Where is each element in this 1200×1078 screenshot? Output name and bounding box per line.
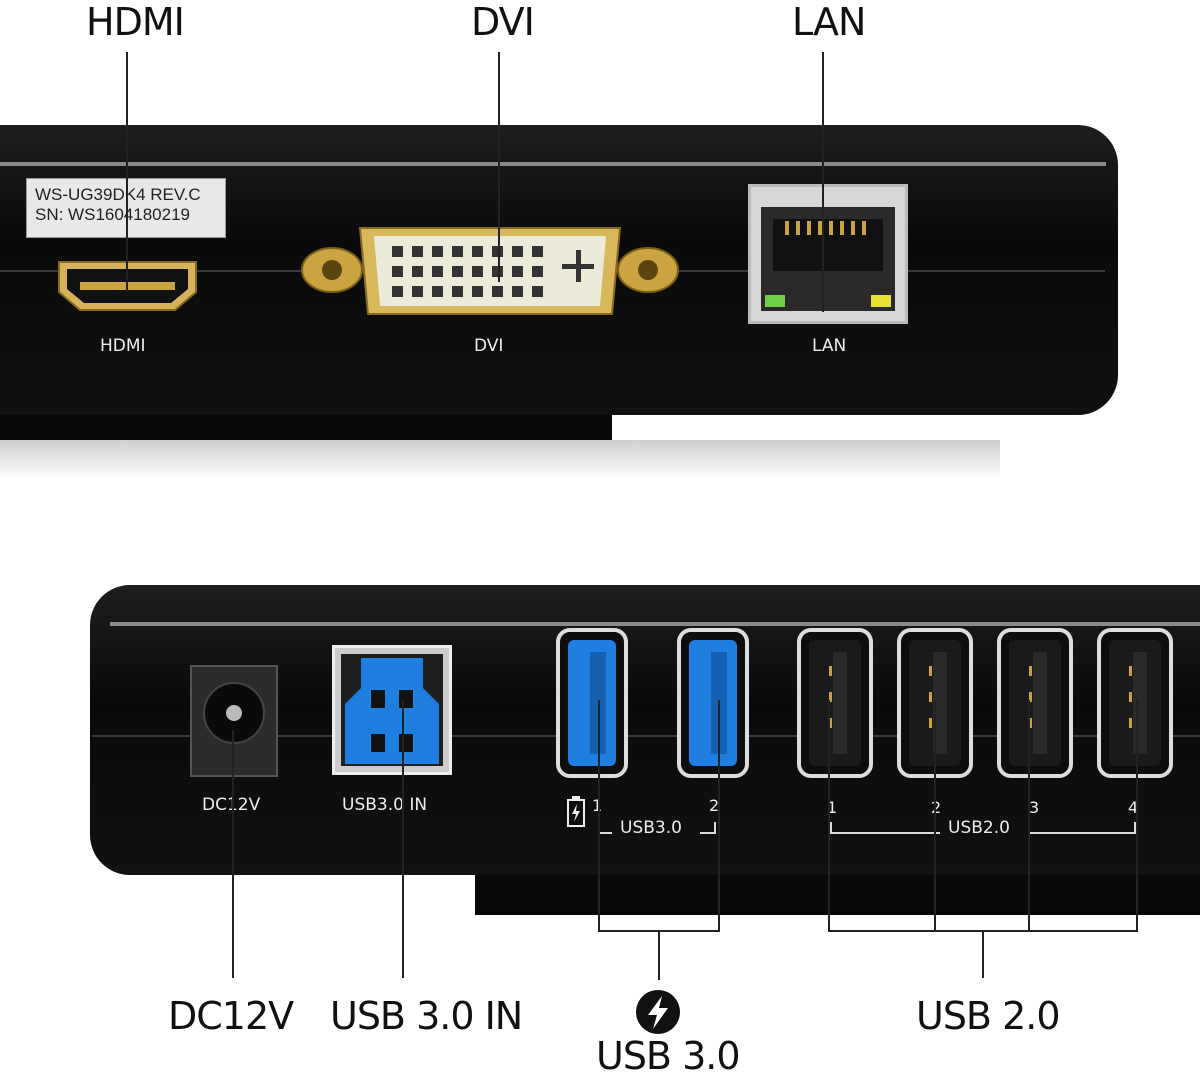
callout-dvi: DVI (471, 0, 535, 44)
lan-pin (851, 221, 855, 235)
callout-dvi-line (498, 52, 500, 282)
usb2-dock-bracket-right-h (1030, 832, 1134, 834)
lan-port (748, 184, 908, 324)
dvi-pin (432, 246, 443, 257)
dvi-pin (432, 286, 443, 297)
dvi-pin (512, 266, 523, 277)
usb2-number-1: 1 (827, 798, 838, 817)
lightning-bolt-icon (636, 990, 680, 1034)
dvi-pin (412, 266, 423, 277)
callout-usb3: USB 3.0 (596, 1034, 741, 1078)
dvi-pin (452, 286, 463, 297)
usb3-number-1: 1 (592, 796, 602, 815)
dvi-pin (532, 246, 543, 257)
callout-usb3-in: USB 3.0 IN (330, 994, 523, 1038)
callout-lan: LAN (792, 0, 866, 44)
dvi-pin (412, 286, 423, 297)
bottom-dock-foot (475, 870, 1200, 915)
dvi-pin (412, 246, 423, 257)
usb2-port-4 (1097, 628, 1173, 778)
dvi-pin (472, 286, 483, 297)
lan-pin (840, 221, 844, 235)
dvi-blade (576, 250, 581, 282)
usb2-number-4: 4 (1128, 798, 1139, 817)
usb3-stem (658, 930, 660, 980)
dvi-pin (392, 286, 403, 297)
dvi-pin (492, 286, 503, 297)
dc-power-jack (190, 665, 278, 777)
dvi-pin (452, 266, 463, 277)
dc-port-label: DC12V (202, 795, 260, 815)
usb2-dock-bracket-left-h (830, 832, 940, 834)
dvi-pin (532, 266, 543, 277)
usb2-port-3 (997, 628, 1073, 778)
lan-led-green (765, 295, 785, 307)
dvi-pin (512, 286, 523, 297)
callout-lan-line (822, 52, 824, 312)
lan-port-label: LAN (812, 336, 847, 356)
dvi-pin (512, 246, 523, 257)
usb3-line-1 (598, 700, 600, 932)
usb2-port-1 (797, 628, 873, 778)
dvi-port-label: DVI (474, 336, 504, 356)
lan-pin (785, 221, 789, 235)
usb3-port-2 (677, 628, 749, 778)
usb2-line-2 (934, 700, 936, 932)
dvi-port (301, 227, 679, 315)
usb3-dock-bracket-left-h (598, 832, 612, 834)
callout-dc-line (232, 730, 234, 978)
battery-charge-icon (567, 796, 585, 827)
usb3-line-2 (718, 700, 720, 932)
usb2-line-3 (1028, 700, 1030, 932)
lan-pin (862, 221, 866, 235)
usb3-in-port-label: USB3.0 IN (342, 795, 428, 815)
sticker-model: WS-UG39DK4 REV.C (35, 185, 201, 204)
callout-usb3in-line (402, 700, 404, 978)
usb3-port-1 (556, 628, 628, 778)
usb2-group-label: USB2.0 (948, 818, 1010, 838)
usb2-stem (982, 930, 984, 978)
top-dock-edge (0, 162, 1106, 166)
dvi-pin (492, 266, 503, 277)
dvi-pin (532, 286, 543, 297)
hdmi-port-label: HDMI (100, 336, 146, 356)
bottom-dock-seam (92, 735, 1200, 737)
dvi-pin (472, 246, 483, 257)
top-dock-foot (0, 410, 612, 440)
dvi-pin (492, 246, 503, 257)
usb2-number-3: 3 (1029, 798, 1040, 817)
dvi-pin (432, 266, 443, 277)
usb2-line-4 (1136, 700, 1138, 932)
usb2-line-1 (828, 700, 830, 932)
usb2-number-2: 2 (931, 798, 942, 817)
sticker-serial: SN: WS1604180219 (35, 205, 190, 224)
dvi-pin (392, 246, 403, 257)
usb3-group-label: USB3.0 (620, 818, 682, 838)
usb3-dock-bracket-right (714, 822, 716, 834)
usb3-dock-bracket-right-h (700, 832, 714, 834)
lan-pin (807, 221, 811, 235)
dvi-pin (472, 266, 483, 277)
usb3-b-input-port (332, 645, 452, 775)
dvi-pin (452, 246, 463, 257)
usb2-dock-bracket-left (830, 822, 832, 834)
callout-hdmi: HDMI (86, 0, 185, 44)
bottom-dock-edge (110, 622, 1200, 626)
usb2-dock-bracket-right (1134, 822, 1136, 834)
callout-hdmi-line (126, 52, 128, 292)
usb3-number-2: 2 (709, 796, 720, 815)
dvi-pin (392, 266, 403, 277)
top-dock-shadow (0, 440, 1000, 480)
callout-dc12v: DC12V (168, 994, 294, 1038)
lan-pin (818, 221, 822, 235)
lan-pin (796, 221, 800, 235)
lan-pin (829, 221, 833, 235)
lan-led-yellow (871, 295, 891, 307)
callout-usb2: USB 2.0 (916, 994, 1061, 1038)
